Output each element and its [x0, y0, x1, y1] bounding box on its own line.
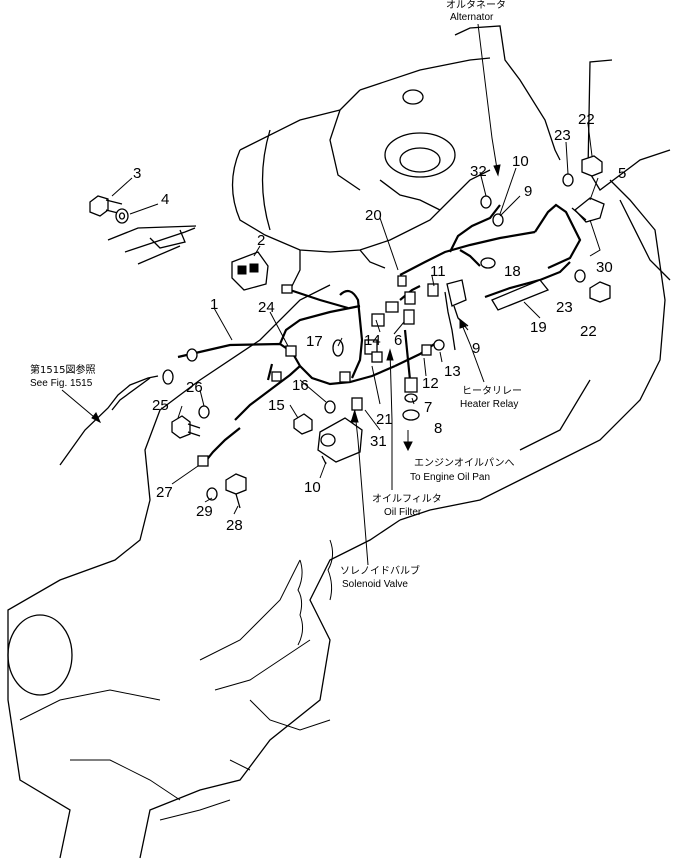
part-label-10a: 10 [512, 153, 529, 170]
part-label-10b: 10 [304, 479, 321, 496]
air-cleaner-drums [231, 25, 561, 291]
part-label-27: 27 [156, 484, 173, 501]
leader-lines [61, 23, 601, 566]
part-label-14: 14 [364, 332, 381, 349]
bolt-25-icon [171, 415, 201, 439]
part-label-5: 5 [618, 165, 626, 182]
oil-filter-caption-en: Oil Filter [384, 507, 422, 518]
part-label-16: 16 [292, 377, 309, 394]
part-label-12: 12 [422, 375, 439, 392]
bolt-28-icon [225, 473, 247, 509]
part-label-31: 31 [370, 433, 387, 450]
part-label-9b: 9 [472, 340, 480, 357]
part-label-20: 20 [365, 207, 382, 224]
oil-filter-sender-icon [402, 377, 420, 421]
part-label-3: 3 [133, 165, 141, 182]
heater-relay-caption-en: Heater Relay [460, 399, 518, 410]
part-label-21: 21 [376, 411, 393, 428]
bolt-22-top-icon [581, 155, 603, 177]
sensor-27-icon [197, 455, 209, 467]
part-label-7: 7 [424, 399, 432, 416]
oil-pan-caption-jp: エンジンオイルパンへ [414, 457, 515, 469]
sensor-5-icon [571, 197, 605, 223]
washer-4-icon [115, 208, 129, 224]
bolt-22-right-icon [589, 281, 611, 303]
solenoid-caption-jp: ソレノイドバルブ [340, 564, 420, 577]
part-label-1: 1 [210, 296, 218, 313]
part-label-9a: 9 [524, 183, 532, 200]
part-label-19: 19 [530, 319, 547, 336]
bolt-3-icon [89, 195, 123, 217]
part-number-labels: 1 2 3 4 5 6 7 8 9 9 10 10 11 12 13 14 15… [133, 111, 626, 534]
bolt-15-icon [293, 413, 313, 435]
alternator-caption-jp: オルタネータ [446, 0, 506, 11]
part-label-22a: 22 [578, 111, 595, 128]
part-label-24: 24 [258, 299, 275, 316]
wiring-harness [59, 203, 582, 466]
part-label-30: 30 [596, 259, 613, 276]
part-label-13: 13 [444, 363, 461, 380]
bracket-icon [107, 225, 197, 265]
components [89, 155, 611, 509]
heater-relay-icon [446, 279, 469, 327]
heater-relay-caption-jp: ヒータリレー [462, 385, 522, 397]
part-label-8: 8 [434, 420, 442, 437]
part-label-11: 11 [430, 263, 446, 280]
oil-pan-caption-en: To Engine Oil Pan [410, 472, 490, 483]
part-label-29: 29 [196, 503, 213, 520]
part-label-23a: 23 [554, 127, 571, 144]
engine-block-outline [7, 59, 671, 859]
part-label-4: 4 [161, 191, 169, 208]
part-label-23b: 23 [556, 299, 573, 316]
part-label-2: 2 [257, 232, 265, 249]
see-fig-caption-jp: 第1515図参照 [30, 363, 95, 376]
oil-filter-caption-jp: オイルフィルタ [372, 493, 442, 505]
part-label-18: 18 [504, 263, 521, 280]
part-label-6: 6 [394, 332, 402, 349]
relay-2-icon [231, 251, 269, 291]
callout-captions: オルタネータ Alternator 第1515図参照 See Fig. 1515… [30, 0, 522, 590]
solenoid-caption-en: Solenoid Valve [342, 579, 408, 590]
part-label-22b: 22 [580, 323, 597, 340]
part-label-15: 15 [268, 397, 285, 414]
part-label-17: 17 [306, 333, 323, 350]
see-fig-caption-en: See Fig. 1515 [30, 378, 93, 389]
solenoid-valve-icon [317, 417, 363, 465]
part-label-26: 26 [186, 379, 203, 396]
alternator-caption-en: Alternator [450, 12, 494, 23]
part-label-28: 28 [226, 517, 243, 534]
part-label-32: 32 [470, 163, 487, 180]
part-label-25: 25 [152, 397, 169, 414]
